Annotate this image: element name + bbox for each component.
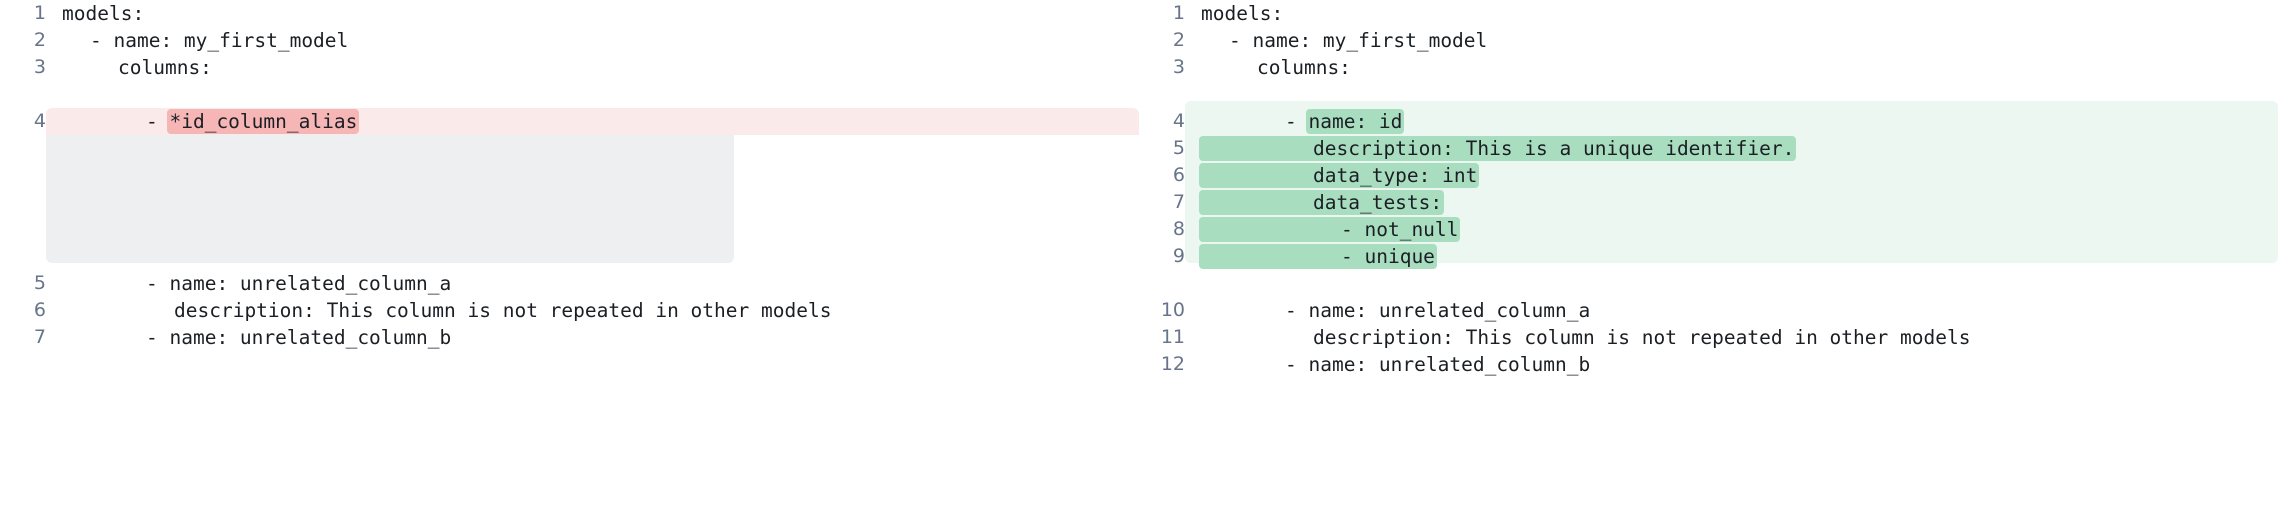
indent	[62, 29, 90, 52]
line-number: 2	[33, 29, 46, 51]
line-number: 8	[1172, 218, 1185, 240]
indent	[1201, 353, 1285, 376]
indent	[1201, 56, 1257, 79]
code-line[interactable]: 2 - name: my_first_model	[1139, 27, 2278, 54]
line-number: 4	[33, 110, 46, 132]
diff-filler-block-left	[46, 128, 734, 263]
line-number: 6	[33, 299, 46, 321]
line-number: 9	[1172, 245, 1185, 267]
code-line-added[interactable]: 6 data_type: int	[1139, 162, 2278, 189]
line-code: columns:	[46, 54, 1139, 81]
line-number: 2	[1172, 29, 1185, 51]
line-code: - name: id	[1185, 108, 2278, 135]
indent	[1201, 137, 1313, 160]
code-line-added[interactable]: 5 description: This is a unique identifi…	[1139, 135, 2278, 162]
indent	[1201, 164, 1313, 187]
indent	[1201, 326, 1313, 349]
line-number: 12	[1160, 353, 1185, 375]
list-dash: -	[1285, 110, 1309, 133]
code-line[interactable]: 2 - name: my_first_model	[0, 27, 1139, 54]
diff-pane-before[interactable]: 1 models: 2 - name: my_first_model 3 col…	[0, 0, 1139, 528]
line-number: 7	[1172, 191, 1185, 213]
code-line[interactable]: 3 columns:	[0, 54, 1139, 81]
indent	[1201, 29, 1229, 52]
line-number: 4	[1172, 110, 1185, 132]
code-line-added[interactable]: 9 - unique	[1139, 243, 2278, 270]
indent	[1201, 110, 1285, 133]
line-code: - name: unrelated_column_a	[1185, 297, 2278, 324]
code-line[interactable]: 1 models:	[1139, 0, 2278, 27]
list-dash: -	[146, 110, 170, 133]
line-code: models:	[62, 2, 145, 25]
line-number: 11	[1160, 326, 1185, 348]
code-line-added[interactable]: 4 - name: id	[1139, 108, 2278, 135]
line-number: 3	[33, 56, 46, 78]
code-line[interactable]: 6 description: This column is not repeat…	[0, 297, 1139, 324]
line-code: - name: unrelated_column_b	[1185, 351, 2278, 378]
code-line[interactable]: 12 - name: unrelated_column_b	[1139, 351, 2278, 378]
line-code: - name: unrelated_column_a	[46, 270, 1139, 297]
line-code: models:	[1201, 2, 1284, 25]
line-gap	[1139, 270, 2278, 297]
added-token: - unique	[1199, 244, 1437, 269]
line-number: 3	[1172, 56, 1185, 78]
code-line-added[interactable]: 8 - not_null	[1139, 216, 2278, 243]
code-line[interactable]: 11 description: This column is not repea…	[1139, 324, 2278, 351]
line-number: 7	[33, 326, 46, 348]
removed-token: *id_column_alias	[167, 109, 360, 134]
code-line[interactable]: 3 columns:	[1139, 54, 2278, 81]
indent	[62, 326, 146, 349]
line-code: columns:	[1185, 54, 2278, 81]
indent	[62, 56, 118, 79]
indent	[62, 272, 146, 295]
code-line[interactable]: 7 - name: unrelated_column_b	[0, 324, 1139, 351]
line-code: data_type: int	[1185, 162, 2278, 189]
line-code: - name: my_first_model	[46, 27, 1139, 54]
line-number: 6	[1172, 164, 1185, 186]
code-line[interactable]: 1 models:	[0, 0, 1139, 27]
line-number: 1	[1172, 2, 1185, 24]
indent	[1201, 245, 1341, 268]
added-token: data_tests:	[1199, 190, 1445, 215]
line-code: - not_null	[1185, 216, 2278, 243]
line-code: description: This column is not repeated…	[46, 297, 1139, 324]
code-line[interactable]: 10 - name: unrelated_column_a	[1139, 297, 2278, 324]
line-number: 1	[33, 2, 46, 24]
added-token: description: This is a unique identifier…	[1199, 136, 1797, 161]
line-code: description: This is a unique identifier…	[1185, 135, 2278, 162]
code-line[interactable]: 5 - name: unrelated_column_a	[0, 270, 1139, 297]
added-token: name: id	[1306, 109, 1405, 134]
indent	[1201, 218, 1341, 241]
added-token: data_type: int	[1199, 163, 1480, 188]
line-gap	[0, 81, 1139, 108]
line-number: 5	[33, 272, 46, 294]
line-code: - unique	[1185, 243, 2278, 270]
line-number: 10	[1160, 299, 1185, 321]
line-number: 5	[1172, 137, 1185, 159]
indent	[62, 299, 174, 322]
line-code: description: This column is not repeated…	[1185, 324, 2278, 351]
code-line-added[interactable]: 7 data_tests:	[1139, 189, 2278, 216]
line-code: - name: my_first_model	[1185, 27, 2278, 54]
indent	[1201, 191, 1313, 214]
indent	[62, 110, 146, 133]
line-code: - *id_column_alias	[46, 108, 1139, 135]
line-code: - name: unrelated_column_b	[46, 324, 1139, 351]
diff-pane-after[interactable]: 1 models: 2 - name: my_first_model 3 col…	[1139, 0, 2278, 528]
added-token: - not_null	[1199, 217, 1461, 242]
indent	[1201, 299, 1285, 322]
line-code: data_tests:	[1185, 189, 2278, 216]
code-line-removed[interactable]: 4 - *id_column_alias	[0, 108, 1139, 135]
